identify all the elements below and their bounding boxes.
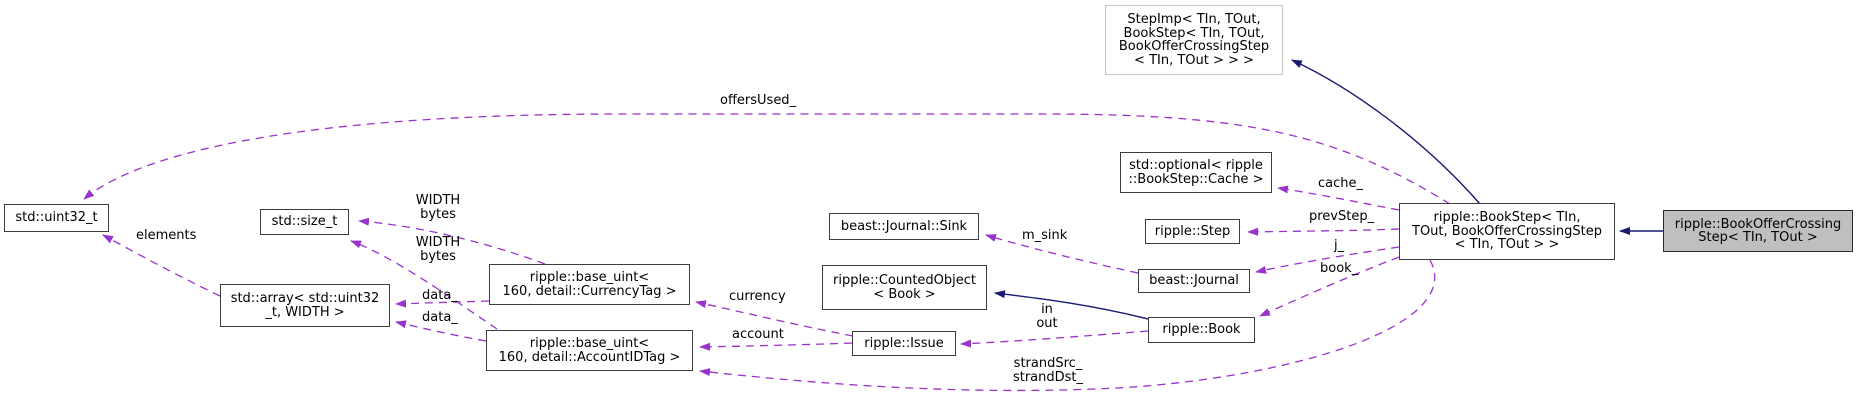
edge-account (699, 342, 853, 351)
node-label: < TIn, TOut > > (1454, 237, 1560, 253)
label-data-bottom: data_ (422, 310, 458, 325)
node-base-uint-account-id-tag[interactable]: ripple::base_uint< 160, detail::AccountI… (486, 330, 693, 371)
label-j: j_ (1334, 238, 1345, 253)
label-width-bytes-bottom: WIDTH bytes (415, 235, 461, 264)
node-label: ripple::BookStep< TIn, (1433, 210, 1581, 226)
label-offers-used: offersUsed_ (720, 93, 797, 108)
node-ripple-book-offer-crossing-step: ripple::BookOfferCrossing Step< TIn, TOu… (1663, 210, 1853, 252)
label-strand: strandSrc_ strandDst_ (1012, 356, 1084, 385)
node-label: ripple::CountedObject (832, 273, 977, 288)
node-beast-journal[interactable]: beast::Journal (1138, 269, 1250, 293)
node-label: TOut, BookOfferCrossingStep (1412, 223, 1602, 239)
edge-in-out (960, 330, 1149, 348)
node-label: < TIn, TOut > > > (1134, 52, 1254, 68)
label-elements: elements (136, 228, 197, 243)
node-label: ripple::Book (1162, 322, 1241, 338)
node-label: Step< TIn, TOut > (1698, 230, 1818, 245)
edge-elements (102, 234, 221, 297)
node-ripple-book[interactable]: ripple::Book (1148, 317, 1255, 343)
node-stepimp: StepImp< TIn, TOut, BookStep< TIn, TOut,… (1105, 5, 1283, 75)
label-data-top: data_ (422, 288, 458, 303)
edge-prev-step (1247, 227, 1400, 236)
node-label: ripple::Issue (864, 335, 944, 351)
node-label: beast::Journal::Sink (840, 218, 968, 234)
node-std-size-t[interactable]: std::size_t (260, 209, 349, 235)
node-label: BookStep< TIn, TOut, (1123, 25, 1265, 41)
node-ripple-counted-object[interactable]: ripple::CountedObject < Book > (822, 265, 987, 310)
label-m-sink: m_sink (1022, 228, 1068, 243)
label-currency: currency (729, 289, 786, 304)
node-label: ripple::Step (1154, 223, 1231, 239)
node-label: ripple::base_uint< (529, 336, 650, 351)
node-label: ripple::BookOfferCrossing (1674, 216, 1842, 232)
node-label: _t, WIDTH > (265, 304, 345, 320)
node-label: std::optional< ripple (1129, 158, 1263, 173)
node-std-uint32-t[interactable]: std::uint32_t (4, 204, 109, 232)
node-beast-journal-sink[interactable]: beast::Journal::Sink (829, 213, 979, 240)
node-label: ripple::base_uint< (529, 270, 650, 285)
node-label: std::array< std::uint32 (230, 291, 380, 306)
node-base-uint-currency-tag[interactable]: ripple::base_uint< 160, detail::Currency… (489, 264, 690, 305)
node-std-optional-bookstep-cache[interactable]: std::optional< ripple ::BookStep::Cache … (1120, 152, 1272, 193)
edge-cache (1277, 185, 1400, 211)
node-label: std::uint32_t (15, 210, 98, 226)
node-std-array[interactable]: std::array< std::uint32 _t, WIDTH > (220, 284, 390, 327)
node-ripple-bookstep[interactable]: ripple::BookStep< TIn, TOut, BookOfferCr… (1399, 203, 1615, 260)
label-cache: cache_ (1318, 176, 1363, 191)
node-label: StepImp< TIn, TOut, (1127, 12, 1261, 27)
label-width-bytes-top: WIDTH bytes (415, 193, 461, 222)
node-label: 160, detail::AccountIDTag > (498, 349, 681, 365)
label-book: book_ (1320, 261, 1359, 276)
node-label: BookOfferCrossingStep (1118, 39, 1270, 54)
label-in-out: in out (1036, 302, 1058, 331)
label-prev-step: prevStep_ (1309, 209, 1375, 224)
node-label: ::BookStep::Cache > (1128, 171, 1264, 187)
node-label: beast::Journal (1149, 273, 1239, 289)
node-label: std::size_t (271, 214, 338, 230)
node-label: 160, detail::CurrencyTag > (502, 283, 677, 299)
node-ripple-issue[interactable]: ripple::Issue (852, 331, 956, 356)
node-ripple-step[interactable]: ripple::Step (1145, 219, 1240, 244)
label-account: account (732, 327, 784, 342)
node-label: < Book > (873, 286, 936, 302)
